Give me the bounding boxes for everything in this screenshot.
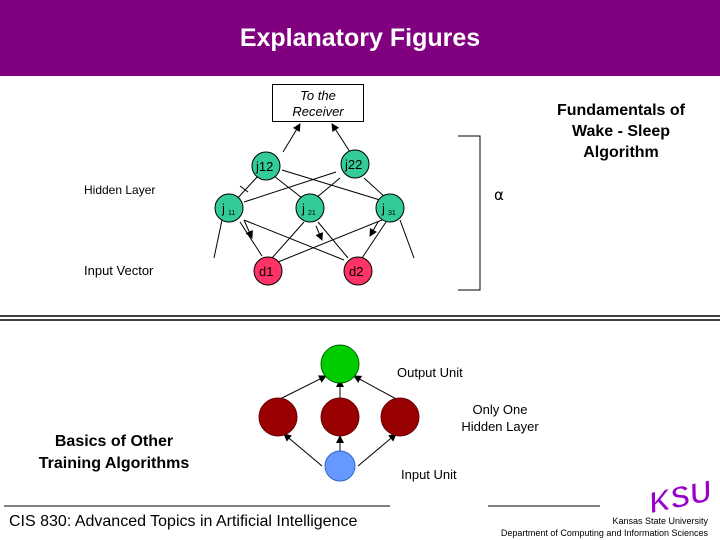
input-unit-node (324, 450, 356, 482)
footer-dept-name: Department of Computing and Information … (500, 528, 708, 538)
node-d1 (253, 256, 283, 286)
footer-course-title: CIS 830: Advanced Topics in Artificial I… (9, 513, 358, 530)
footer-univ-name: Kansas State University (612, 516, 708, 526)
node-j12 (251, 151, 281, 181)
alpha-label: α (494, 186, 504, 204)
fundamentals-line-2: Wake - Sleep (571, 123, 671, 140)
bottom-network-edges (277, 375, 399, 467)
fundamentals-heading: Fundamentals of Wake - Sleep Algorithm (536, 100, 706, 163)
hidden-layer-label: Hidden Layer (84, 183, 156, 197)
fundamentals-line-3: Algorithm (583, 144, 659, 161)
node-j12-label: j12 (255, 159, 273, 174)
node-j21-sub: 21 (308, 210, 316, 217)
basics-heading: Basics of Other Training Algorithms (14, 431, 214, 475)
node-j11-label: j (221, 201, 225, 216)
input-vector-label: Input Vector (84, 263, 154, 278)
node-d2-label: d2 (349, 264, 363, 279)
hidden-unit-node-2 (320, 397, 360, 437)
input-unit-label: Input Unit (401, 467, 457, 482)
node-j31-label: j (381, 201, 385, 216)
node-j11-sub: 11 (228, 210, 235, 217)
top-network-edges (213, 123, 415, 263)
hidden-layer-one-line-1: Only One (472, 402, 528, 417)
page-title: Explanatory Figures (239, 24, 481, 52)
hidden-layer-one-line-2: Hidden Layer (461, 419, 539, 434)
fundamentals-line-1: Fundamentals of (556, 102, 685, 119)
node-j22-label: j22 (344, 157, 362, 172)
basics-line-2: Training Algorithms (38, 455, 190, 472)
node-j21 (295, 193, 325, 223)
node-d1-label: d1 (259, 264, 273, 279)
output-unit-node (320, 344, 360, 384)
node-j22 (340, 149, 370, 179)
output-unit-label: Output Unit (397, 365, 463, 380)
node-j11 (214, 193, 244, 223)
hidden-layer-one-label: Only One Hidden Layer (450, 401, 550, 435)
hidden-unit-node-1 (258, 397, 298, 437)
receiver-box: To the Receiver (272, 84, 364, 122)
ksu-logo: KSU (646, 475, 716, 521)
alpha-bracket (458, 135, 481, 291)
node-j31-sub: 31 (388, 210, 396, 217)
hidden-unit-node-3 (380, 397, 420, 437)
basics-line-1: Basics of Other (54, 433, 174, 450)
node-d2 (343, 256, 373, 286)
node-j21-label: j (301, 201, 305, 216)
node-j31 (375, 193, 405, 223)
footer-university: Kansas State University Department of Co… (501, 515, 708, 539)
title-banner (0, 0, 720, 76)
